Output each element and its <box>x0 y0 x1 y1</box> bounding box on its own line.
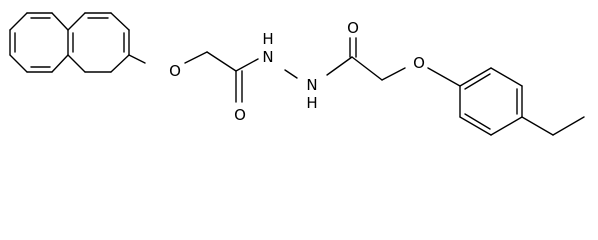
hydrazide-n-left: N <box>262 48 273 66</box>
acylhydrazide-chain <box>128 37 461 103</box>
ethylphenyl-ring <box>459 67 585 136</box>
naphthalene-ring <box>9 12 130 73</box>
carbonyl-oxygen-right: O <box>347 19 359 37</box>
ether-oxygen-right: O <box>413 54 425 72</box>
ether-oxygen-left: O <box>169 62 181 80</box>
carbonyl-oxygen-left: O <box>234 106 246 124</box>
hydrazide-n-right: N <box>306 76 317 94</box>
hydrazide-h-right: H <box>306 94 317 112</box>
hydrazide-h-left: H <box>262 30 273 48</box>
molecule-structure: O O H N N H O O <box>9 12 585 136</box>
